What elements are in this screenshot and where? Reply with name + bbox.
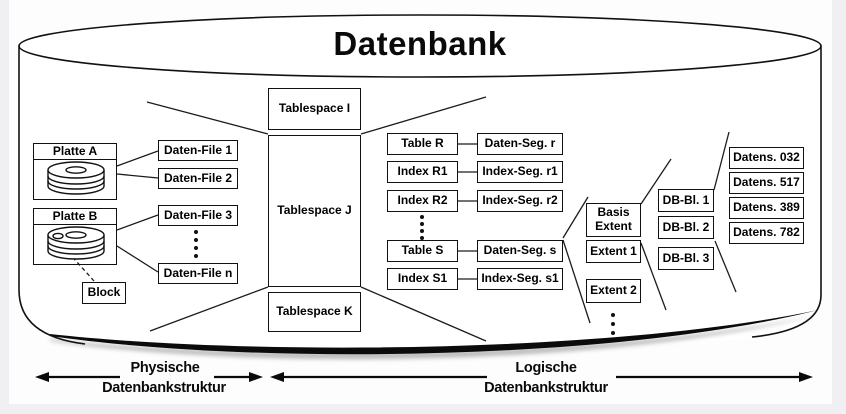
data-file-box: Daten-File 2 xyxy=(158,168,238,189)
data-file-box: Daten-File 1 xyxy=(158,140,238,161)
segment-box: Daten-Seg. r xyxy=(477,133,563,155)
data-file-box: Daten-File 3 xyxy=(158,205,238,226)
segment-box: Index-Seg. r1 xyxy=(477,161,563,183)
left-margin xyxy=(0,0,9,414)
disk-a-label: Platte A xyxy=(34,144,116,160)
ellipsis-dots xyxy=(194,215,615,335)
connector-lines xyxy=(67,96,737,342)
db-block-box: DB-Bl. 3 xyxy=(658,247,714,270)
diagram-title: Datenbank xyxy=(333,25,507,62)
block-marker-icon xyxy=(51,232,64,240)
index-box: Index S1 xyxy=(387,268,458,290)
db-block-box: DB-Bl. 2 xyxy=(658,216,714,239)
record-box: Datens. 782 xyxy=(729,222,804,244)
arrow-left-icon xyxy=(35,372,49,382)
extent-box: Basis Extent xyxy=(586,203,641,237)
disk-stack-icon xyxy=(46,226,105,260)
record-box: Datens. 032 xyxy=(729,147,804,169)
extent-box: Extent 2 xyxy=(586,279,641,303)
cylinder-right-wall xyxy=(751,46,822,338)
tablespace-box-k: Tablespace K xyxy=(268,292,361,332)
arrow-left-icon xyxy=(270,372,284,382)
legend-physical-line2: Datenbankstruktur xyxy=(102,380,226,396)
extent-box: Extent 1 xyxy=(586,240,641,263)
disk-b-box: Platte B xyxy=(33,208,117,265)
disk-b-label: Platte B xyxy=(34,209,116,225)
table-box: Table R xyxy=(387,133,458,155)
arrow-right-icon xyxy=(799,372,813,382)
arrow-right-icon xyxy=(249,372,263,382)
disk-stack-icon xyxy=(46,161,105,195)
cylinder-left-wall xyxy=(18,46,86,345)
record-box: Datens. 517 xyxy=(729,172,804,194)
index-box: Index R2 xyxy=(387,190,458,212)
tablespace-box-i: Tablespace I xyxy=(268,88,361,130)
bottom-margin xyxy=(0,404,846,414)
right-margin xyxy=(832,0,846,414)
record-box: Datens. 389 xyxy=(729,197,804,219)
segment-box: Index-Seg. r2 xyxy=(477,190,563,212)
segment-box: Index-Seg. s1 xyxy=(477,268,563,290)
table-box: Table S xyxy=(387,240,458,262)
disk-a-box: Platte A xyxy=(33,143,117,200)
data-file-box: Daten-File n xyxy=(158,263,238,284)
block-box: Block xyxy=(82,282,126,304)
legend-logical-line2: Datenbankstruktur xyxy=(484,380,608,396)
legend-logical-line1: Logische xyxy=(515,360,577,376)
database-cylinder xyxy=(19,15,821,355)
legend-arrows xyxy=(35,372,813,382)
db-block-box: DB-Bl. 1 xyxy=(658,189,714,212)
legend-physical-line1: Physische xyxy=(130,360,200,376)
index-box: Index R1 xyxy=(387,161,458,183)
tablespace-box-j: Tablespace J xyxy=(268,135,361,287)
segment-box: Daten-Seg. s xyxy=(477,240,563,262)
